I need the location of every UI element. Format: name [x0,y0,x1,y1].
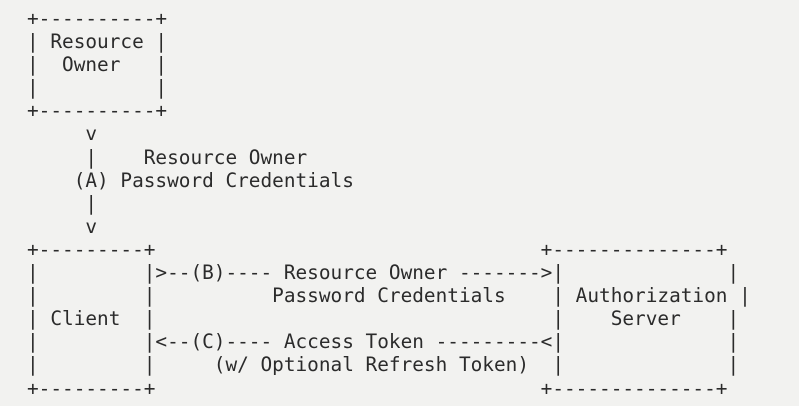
ascii-art-diagram: +----------+ | Resource | | Owner | | | … [27,7,751,400]
